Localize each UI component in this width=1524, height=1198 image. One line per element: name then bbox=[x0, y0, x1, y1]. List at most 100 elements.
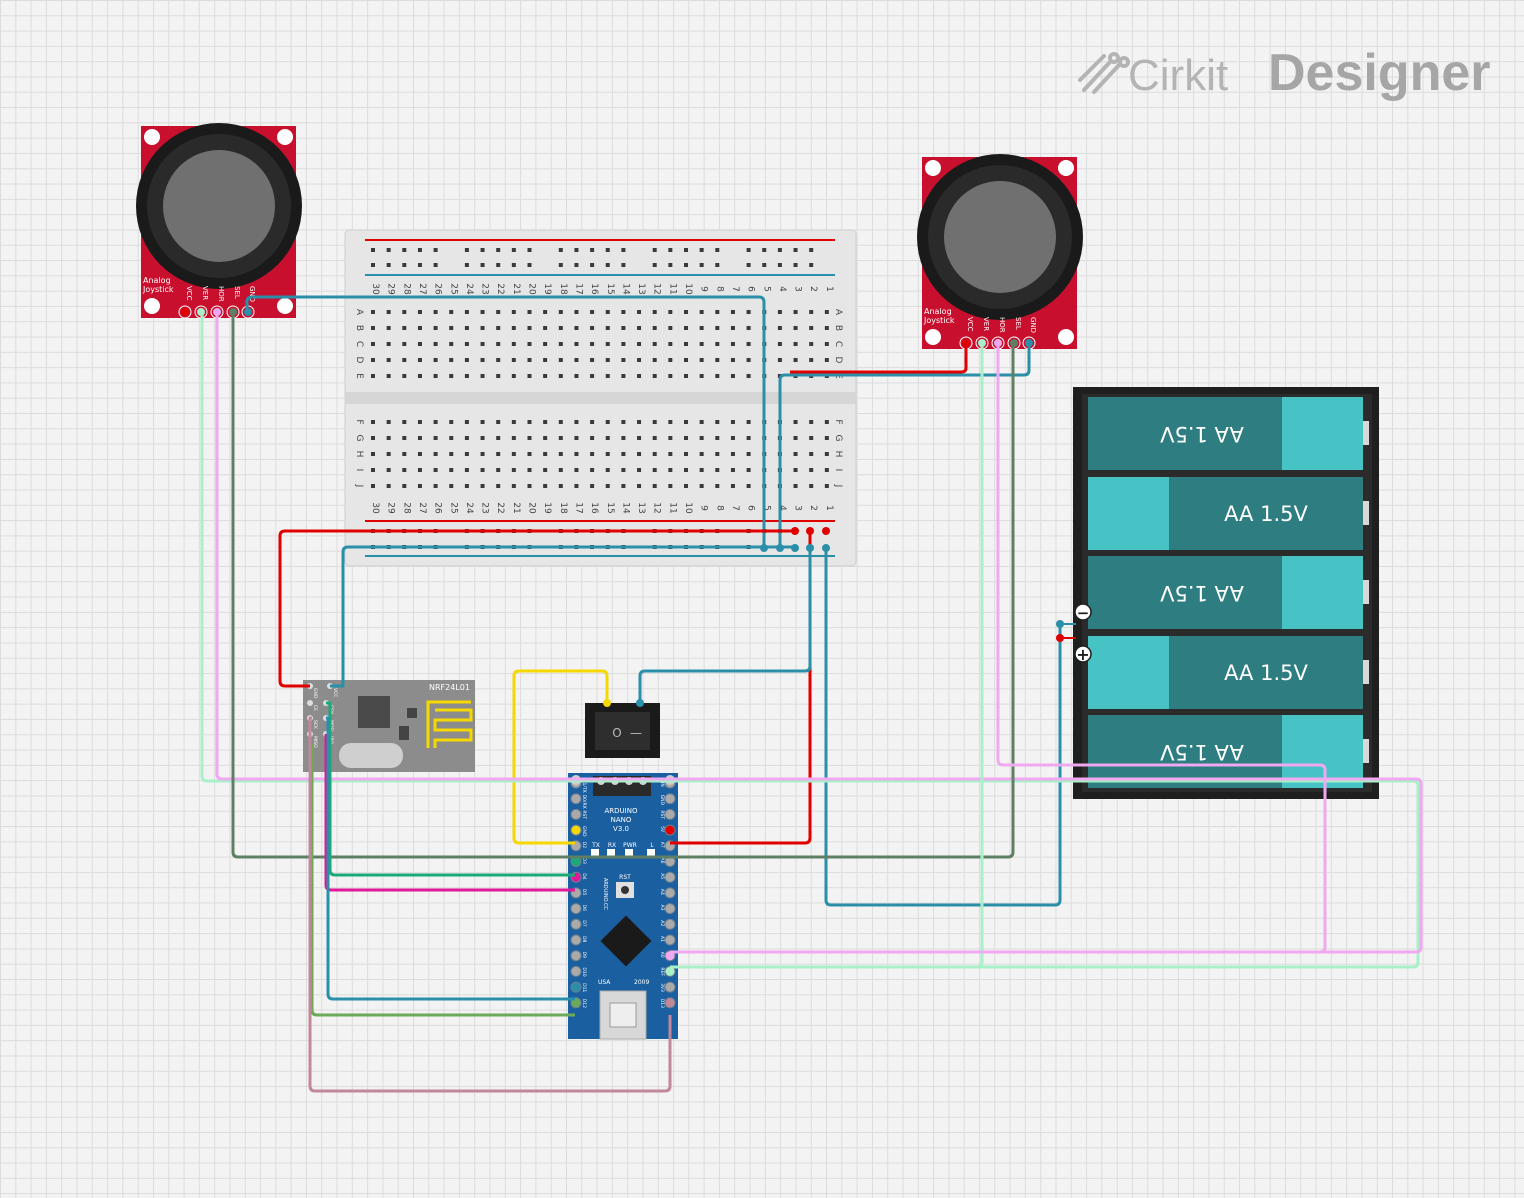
breadboard-hole[interactable] bbox=[480, 420, 485, 424]
breadboard-hole[interactable] bbox=[449, 374, 454, 378]
breadboard-hole[interactable] bbox=[668, 452, 673, 456]
breadboard-hole[interactable] bbox=[480, 358, 485, 362]
breadboard-rail-hole[interactable] bbox=[386, 263, 391, 267]
breadboard-rail-hole[interactable] bbox=[558, 263, 563, 267]
wire-endpoint[interactable] bbox=[791, 527, 799, 535]
breadboard-hole[interactable] bbox=[668, 342, 673, 346]
breadboard-hole[interactable] bbox=[590, 374, 595, 378]
arduino-pin[interactable] bbox=[570, 965, 582, 977]
breadboard-hole[interactable] bbox=[621, 420, 626, 424]
breadboard-rail-hole[interactable] bbox=[527, 248, 532, 252]
breadboard-hole[interactable] bbox=[480, 484, 485, 488]
breadboard-hole[interactable] bbox=[543, 452, 548, 456]
breadboard-hole[interactable] bbox=[637, 358, 642, 362]
breadboard-hole[interactable] bbox=[449, 310, 454, 314]
breadboard-hole[interactable] bbox=[637, 468, 642, 472]
breadboard-hole[interactable] bbox=[543, 436, 548, 440]
wire-nrf-vcc[interactable] bbox=[278, 529, 795, 688]
breadboard-hole[interactable] bbox=[730, 310, 735, 314]
breadboard-hole[interactable] bbox=[637, 310, 642, 314]
breadboard-hole[interactable] bbox=[511, 420, 516, 424]
wire-battery-minus[interactable] bbox=[824, 548, 1062, 907]
breadboard-rail-hole[interactable] bbox=[574, 248, 579, 252]
breadboard-hole[interactable] bbox=[699, 342, 704, 346]
wire-nrf-miso[interactable] bbox=[310, 744, 575, 1017]
breadboard-hole[interactable] bbox=[824, 420, 829, 424]
breadboard-hole[interactable] bbox=[417, 358, 422, 362]
breadboard-hole[interactable] bbox=[449, 420, 454, 424]
breadboard-hole[interactable] bbox=[371, 358, 375, 362]
breadboard-hole[interactable] bbox=[809, 326, 814, 330]
breadboard-hole[interactable] bbox=[684, 452, 688, 456]
breadboard-hole[interactable] bbox=[590, 436, 595, 440]
breadboard-hole[interactable] bbox=[496, 436, 501, 440]
breadboard-hole[interactable] bbox=[496, 342, 501, 346]
breadboard-hole[interactable] bbox=[574, 310, 579, 314]
breadboard-hole[interactable] bbox=[684, 358, 688, 362]
breadboard-hole[interactable] bbox=[480, 452, 485, 456]
breadboard-hole[interactable] bbox=[558, 468, 563, 472]
breadboard-hole[interactable] bbox=[793, 358, 798, 362]
breadboard-hole[interactable] bbox=[496, 468, 501, 472]
breadboard-hole[interactable] bbox=[746, 358, 751, 362]
breadboard-rail-hole[interactable] bbox=[621, 263, 626, 267]
breadboard-hole[interactable] bbox=[511, 484, 516, 488]
wire-nrf-mosi[interactable] bbox=[326, 716, 575, 1001]
breadboard-hole[interactable] bbox=[558, 358, 563, 362]
wire-endpoint[interactable] bbox=[806, 544, 814, 552]
arduino-pin[interactable] bbox=[570, 793, 582, 805]
breadboard-hole[interactable] bbox=[715, 326, 720, 330]
breadboard-hole[interactable] bbox=[371, 452, 375, 456]
breadboard-hole[interactable] bbox=[417, 420, 422, 424]
arduino-pin[interactable] bbox=[664, 887, 676, 899]
breadboard-hole[interactable] bbox=[449, 342, 454, 346]
wire-joystick-right-ver[interactable] bbox=[670, 343, 984, 969]
breadboard-hole[interactable] bbox=[699, 468, 704, 472]
breadboard-hole[interactable] bbox=[464, 436, 469, 440]
breadboard-hole[interactable] bbox=[824, 452, 829, 456]
wire-endpoint[interactable] bbox=[760, 544, 768, 552]
breadboard-rail-hole[interactable] bbox=[668, 248, 673, 252]
breadboard-hole[interactable] bbox=[449, 358, 454, 362]
breadboard-hole[interactable] bbox=[730, 452, 735, 456]
breadboard-hole[interactable] bbox=[668, 358, 673, 362]
breadboard-hole[interactable] bbox=[621, 358, 626, 362]
breadboard-hole[interactable] bbox=[684, 342, 688, 346]
breadboard-hole[interactable] bbox=[668, 374, 673, 378]
wire-switch-gnd[interactable] bbox=[638, 548, 812, 703]
breadboard-hole[interactable] bbox=[637, 374, 642, 378]
breadboard-hole[interactable] bbox=[496, 310, 501, 314]
breadboard-rail-hole[interactable] bbox=[511, 263, 516, 267]
breadboard-rail-hole[interactable] bbox=[511, 248, 516, 252]
breadboard-hole[interactable] bbox=[715, 468, 720, 472]
breadboard-hole[interactable] bbox=[527, 452, 532, 456]
breadboard-hole[interactable] bbox=[574, 436, 579, 440]
breadboard-hole[interactable] bbox=[543, 310, 548, 314]
breadboard-hole[interactable] bbox=[699, 310, 704, 314]
arduino-pin[interactable] bbox=[570, 918, 582, 930]
breadboard-rail-hole[interactable] bbox=[480, 263, 485, 267]
breadboard-hole[interactable] bbox=[715, 484, 720, 488]
breadboard-hole[interactable] bbox=[433, 342, 438, 346]
breadboard-hole[interactable] bbox=[449, 468, 454, 472]
breadboard-hole[interactable] bbox=[793, 468, 798, 472]
breadboard-hole[interactable] bbox=[809, 358, 814, 362]
breadboard-hole[interactable] bbox=[668, 484, 673, 488]
wire-switch-signal[interactable] bbox=[512, 669, 609, 845]
nrf-pin[interactable] bbox=[307, 700, 313, 706]
breadboard-hole[interactable] bbox=[652, 452, 657, 456]
breadboard-hole[interactable] bbox=[402, 342, 407, 346]
breadboard-hole[interactable] bbox=[417, 326, 422, 330]
breadboard-rail-hole[interactable] bbox=[652, 263, 657, 267]
breadboard-rail-hole[interactable] bbox=[715, 248, 720, 252]
breadboard-hole[interactable] bbox=[746, 452, 751, 456]
arduino-pin[interactable] bbox=[570, 824, 582, 836]
breadboard-hole[interactable] bbox=[527, 484, 532, 488]
breadboard-hole[interactable] bbox=[496, 374, 501, 378]
breadboard-rail-hole[interactable] bbox=[433, 263, 438, 267]
breadboard-hole[interactable] bbox=[371, 468, 375, 472]
breadboard-rail-hole[interactable] bbox=[496, 263, 501, 267]
rocker-switch[interactable]: O — bbox=[585, 703, 660, 758]
breadboard-hole[interactable] bbox=[527, 420, 532, 424]
breadboard-hole[interactable] bbox=[543, 326, 548, 330]
